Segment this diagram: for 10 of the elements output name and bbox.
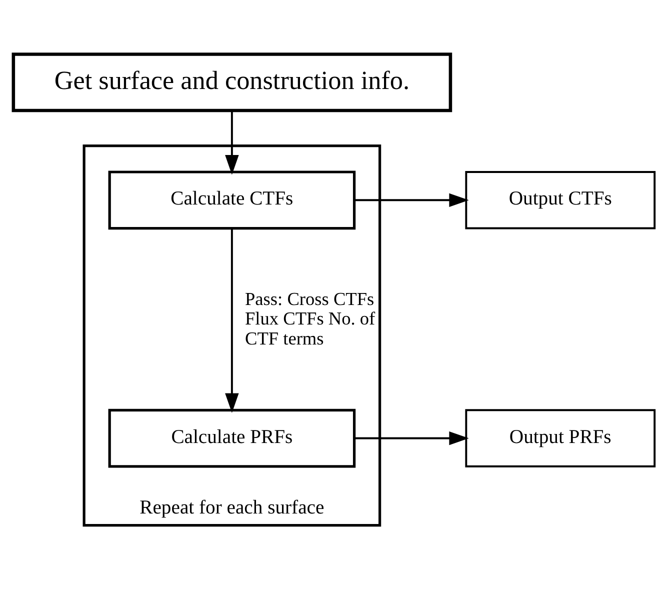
node-box: Get surface and construction info. (12, 52, 452, 112)
node-box: Calculate CTFs (108, 170, 356, 230)
arrow (354, 193, 469, 208)
node-box: Output PRFs (465, 409, 656, 468)
edge-label: Pass: Cross CTFs Flux CTFs No. of CTF terms (245, 289, 376, 348)
arrow (225, 110, 239, 175)
arrow (225, 228, 239, 413)
node-box: Calculate PRFs (108, 408, 356, 468)
node-box: Output CTFs (465, 171, 656, 230)
arrow (354, 431, 469, 446)
